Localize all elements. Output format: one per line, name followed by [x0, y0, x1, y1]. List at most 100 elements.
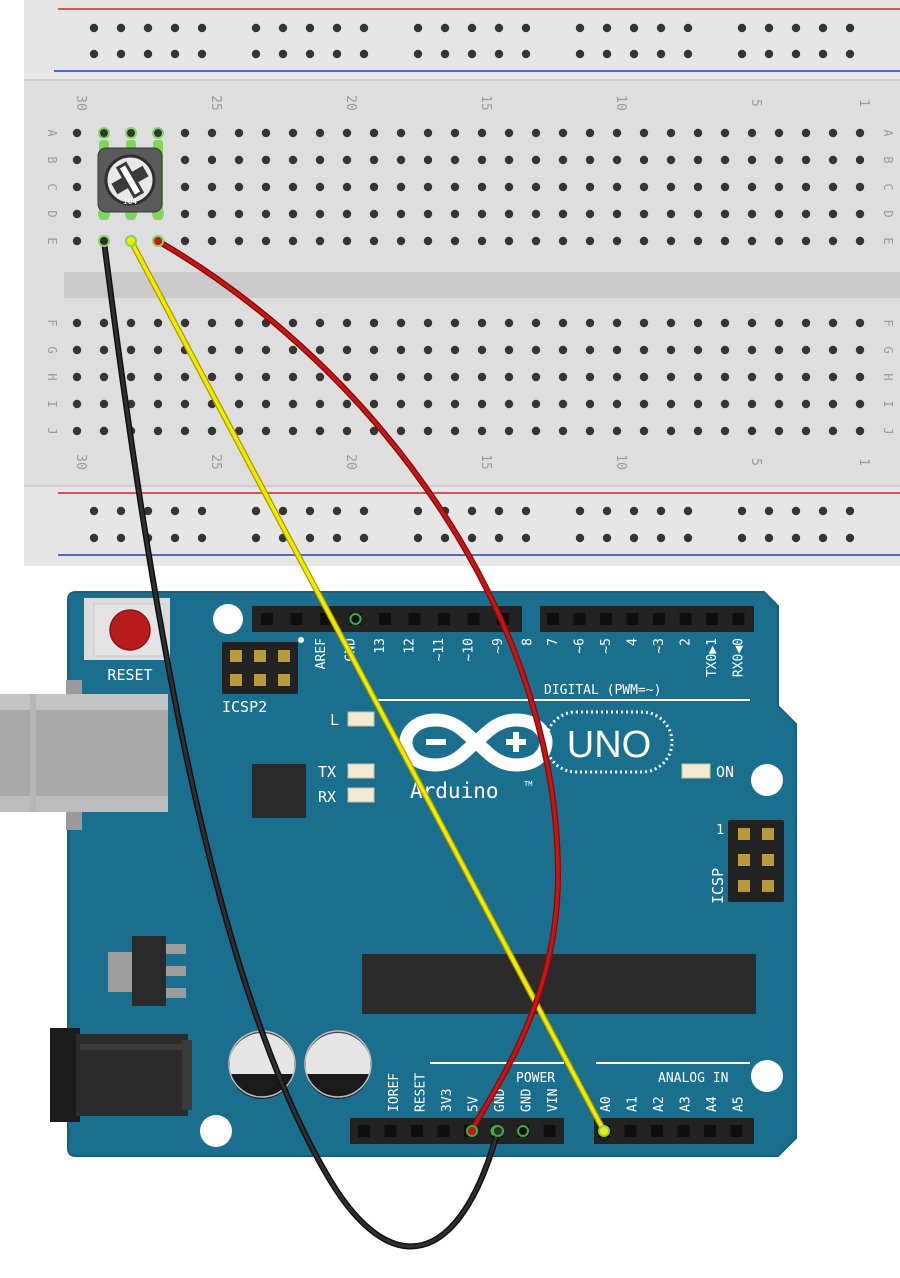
breadboard-hole	[720, 236, 730, 246]
column-number: 10	[613, 454, 628, 470]
reset-button-cap[interactable]	[109, 609, 151, 651]
rail-hole	[764, 506, 774, 516]
header-socket[interactable]	[704, 1125, 716, 1137]
icsp2-pin	[254, 674, 266, 686]
breadboard-hole	[450, 345, 460, 355]
rail-hole	[143, 23, 153, 33]
icsp-pin	[762, 880, 774, 892]
breadboard-hole	[693, 318, 703, 328]
header-socket[interactable]	[679, 613, 692, 625]
rail-hole	[170, 23, 180, 33]
breadboard-hole	[639, 399, 649, 409]
header-socket[interactable]	[732, 613, 745, 625]
breadboard-hole	[207, 155, 217, 165]
breadboard-hole	[774, 236, 784, 246]
header-socket[interactable]	[624, 1125, 637, 1137]
breadboard-hole	[558, 399, 568, 409]
breadboard-hole	[747, 372, 757, 382]
breadboard-hole	[477, 209, 487, 219]
header-socket[interactable]	[379, 613, 391, 625]
breadboard-hole	[288, 345, 298, 355]
pin-label: ~9	[491, 638, 506, 654]
breadboard-hole	[396, 128, 406, 138]
breadboard-hole	[720, 345, 730, 355]
header-socket[interactable]	[547, 613, 559, 625]
breadboard-hole	[801, 182, 811, 192]
header-socket[interactable]	[706, 613, 718, 625]
breadboard-hole	[180, 399, 190, 409]
rail-hole	[818, 49, 828, 59]
breadboard-hole	[450, 182, 460, 192]
rail-hole	[359, 506, 369, 516]
breadboard-hole	[585, 209, 595, 219]
column-number: 1	[856, 458, 871, 466]
breadboard-hole	[396, 209, 406, 219]
breadboard-hole	[153, 345, 163, 355]
header-socket[interactable]	[408, 613, 421, 625]
breadboard-hole	[234, 155, 244, 165]
breadboard-hole	[261, 345, 271, 355]
breadboard-hole	[342, 236, 352, 246]
breadboard-hole	[504, 128, 514, 138]
row-letter: A	[881, 129, 895, 137]
potentiometer[interactable]: 104	[97, 140, 163, 220]
header-socket[interactable]	[600, 613, 612, 625]
rail-hole	[251, 23, 261, 33]
header-socket[interactable]	[651, 1125, 663, 1137]
breadboard-hole	[639, 236, 649, 246]
breadboard-hole	[504, 182, 514, 192]
breadboard-hole	[720, 372, 730, 382]
header-socket[interactable]	[543, 1125, 556, 1137]
header-socket[interactable]	[467, 613, 480, 625]
breadboard-hole	[855, 318, 865, 328]
breadboard-hole	[234, 426, 244, 436]
header-socket[interactable]	[730, 1125, 743, 1137]
breadboard-hole	[342, 318, 352, 328]
pin-label: TX0▶1	[705, 638, 720, 677]
breadboard-hole	[828, 345, 838, 355]
rail-hole	[143, 506, 153, 516]
header-socket[interactable]	[384, 1125, 397, 1137]
mounting-hole	[751, 1060, 783, 1092]
header-socket[interactable]	[411, 1125, 423, 1137]
breadboard-hole	[72, 399, 82, 409]
breadboard-hole	[585, 345, 595, 355]
breadboard-hole	[423, 345, 433, 355]
header-socket[interactable]	[653, 613, 665, 625]
led-tx-label: TX	[318, 763, 336, 781]
header-socket[interactable]	[358, 1125, 370, 1137]
header-socket[interactable]	[437, 1125, 450, 1137]
breadboard-hole	[828, 155, 838, 165]
breadboard-hole	[180, 182, 190, 192]
breadboard-hole	[666, 399, 676, 409]
breadboard-hole	[180, 426, 190, 436]
breadboard-hole	[315, 372, 325, 382]
pin-label: ~10	[462, 638, 477, 661]
header-socket[interactable]	[677, 1125, 690, 1137]
header-socket[interactable]	[573, 613, 586, 625]
row-letter: I	[45, 400, 59, 407]
rail-hole	[170, 506, 180, 516]
breadboard-hole	[531, 128, 541, 138]
breadboard-hole	[585, 426, 595, 436]
rail-hole	[656, 49, 666, 59]
column-number: 1	[856, 99, 871, 107]
breadboard-hole	[828, 182, 838, 192]
breadboard-hole	[666, 426, 676, 436]
rail-hole	[251, 533, 261, 543]
header-socket[interactable]	[290, 613, 303, 625]
led-rx	[347, 787, 375, 803]
breadboard-hole	[774, 155, 784, 165]
breadboard-hole	[72, 209, 82, 219]
rail-hole	[116, 23, 126, 33]
header-socket[interactable]	[626, 613, 639, 625]
digital-header-right	[540, 606, 754, 632]
icsp2-label: ICSP2	[222, 698, 267, 716]
led-l-label: L	[330, 711, 339, 729]
header-socket[interactable]	[261, 613, 273, 625]
header-socket[interactable]	[438, 613, 450, 625]
rail-hole	[89, 533, 99, 543]
